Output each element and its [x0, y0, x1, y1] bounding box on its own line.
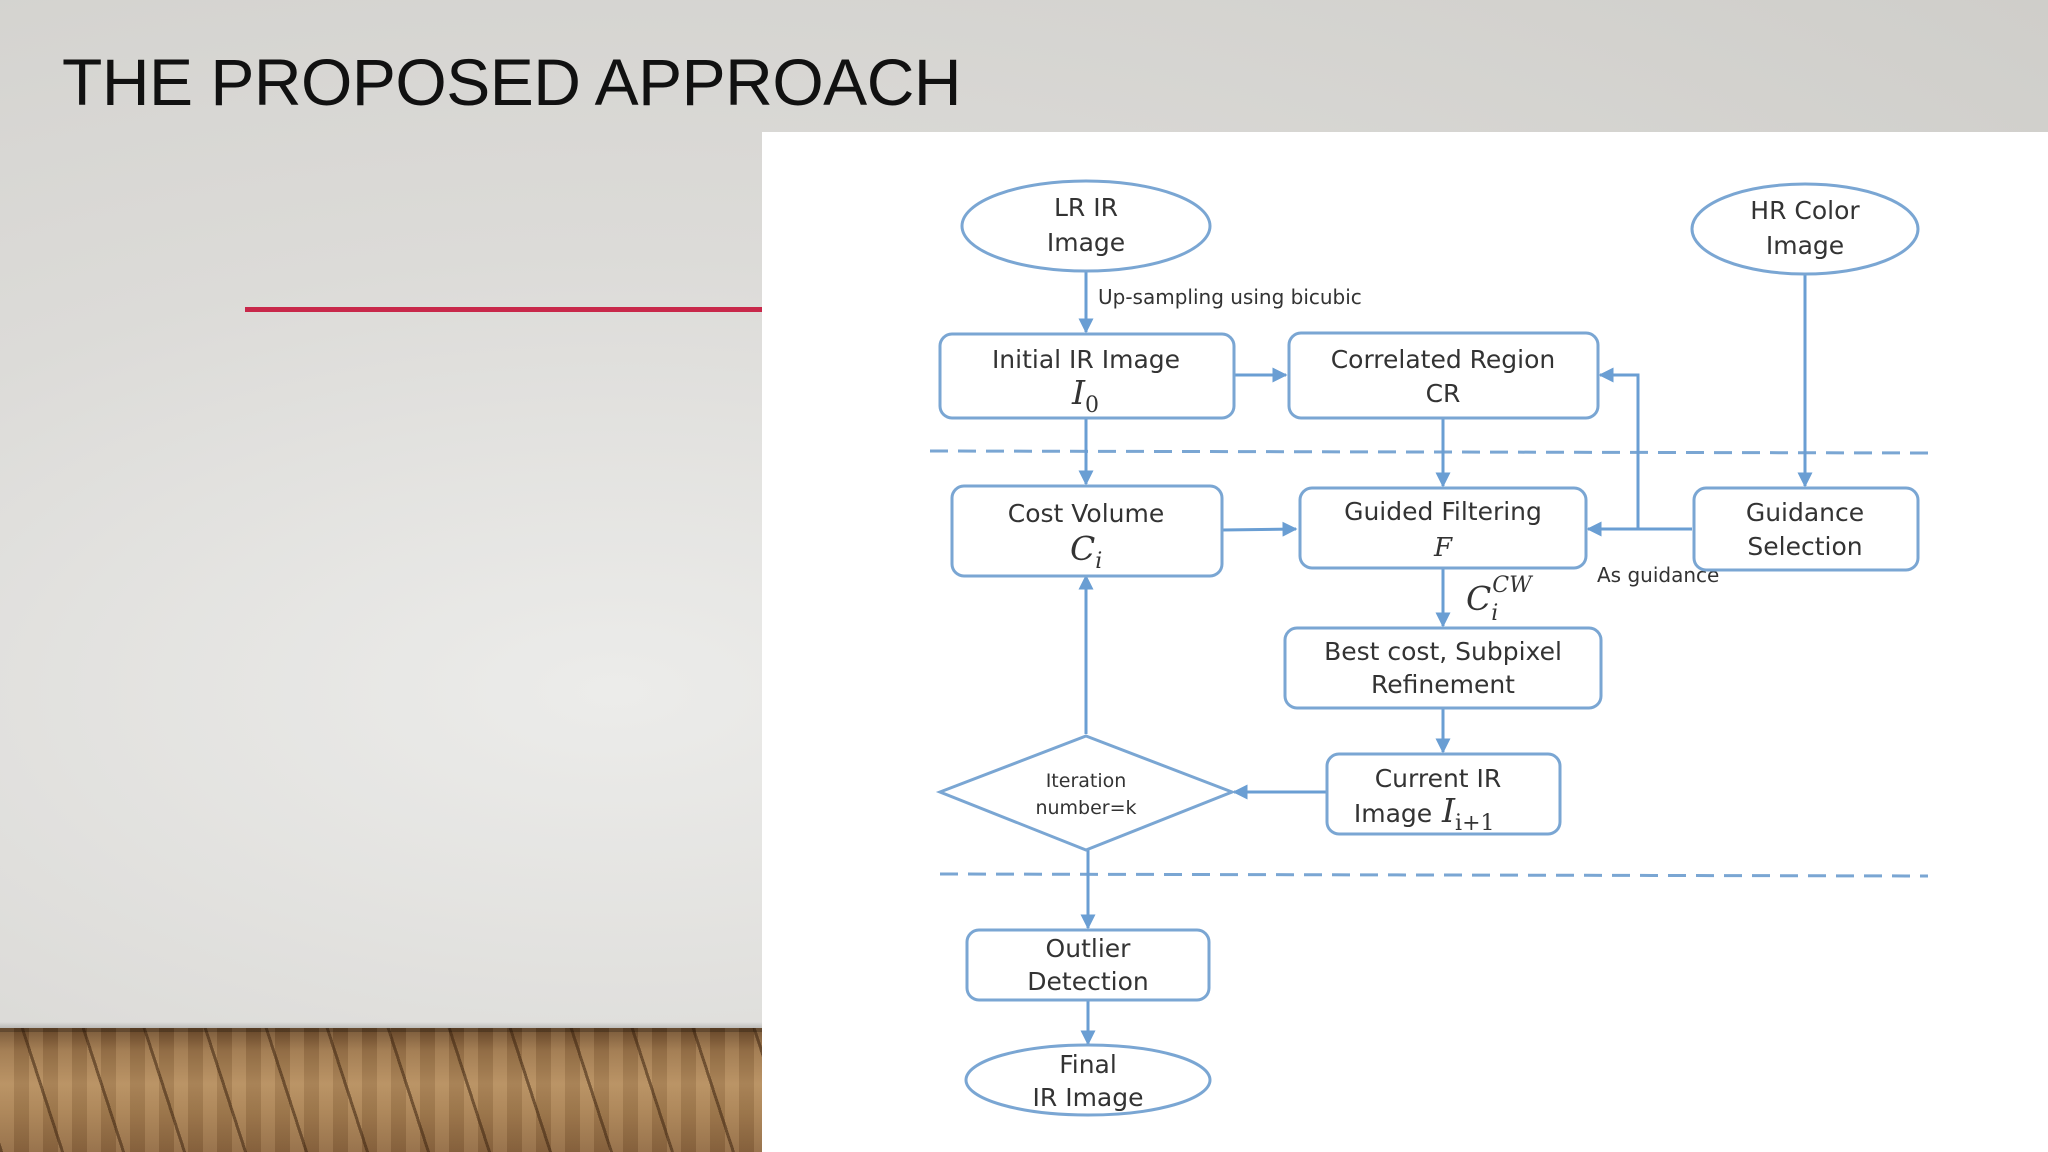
- node-current-ir-line1: Current IR: [1375, 764, 1502, 793]
- node-lr-ir-line1: LR IR: [1054, 193, 1118, 222]
- node-outlier-detection: Outlier Detection: [965, 928, 1211, 1002]
- node-cost-volume-symbol: Ci: [1070, 529, 1102, 574]
- node-lr-ir-line2: Image: [1047, 228, 1125, 257]
- node-outlier-line1: Outlier: [1046, 934, 1132, 963]
- node-cost-volume-label: Cost Volume: [1008, 499, 1165, 528]
- node-iteration-line2: number=k: [1035, 797, 1136, 819]
- node-guidance-selection: Guidance Selection: [1692, 486, 1920, 572]
- edge-label-upsampling: Up-sampling using bicubic: [1098, 285, 1362, 309]
- node-guided-filtering-label: Guided Filtering: [1344, 497, 1542, 526]
- node-cost-volume: Cost Volume Ci: [950, 484, 1224, 578]
- node-outlier-line2: Detection: [1027, 967, 1148, 996]
- node-iteration-line1: Iteration: [1046, 770, 1127, 792]
- node-cr-line2: CR: [1426, 379, 1461, 408]
- node-lr-ir-image: LR IR Image: [960, 179, 1212, 273]
- node-current-ir-image: Current IR Image Ii+1: [1325, 752, 1562, 836]
- node-hr-color-line1: HR Color: [1750, 196, 1860, 225]
- node-best-cost: Best cost, Subpixel Refinement: [1283, 626, 1603, 710]
- node-iteration-check: Iteration number=k: [935, 734, 1237, 852]
- node-guidance-line2: Selection: [1747, 532, 1862, 561]
- node-best-cost-line2: Refinement: [1371, 670, 1515, 699]
- edge-cost-to-guided: [1221, 521, 1298, 537]
- diagram-panel: Up-sampling using bicubic As guidance Ci…: [762, 132, 2048, 1152]
- node-current-ir-line2: Image: [1354, 799, 1432, 828]
- node-correlated-region: Correlated Region CR: [1287, 331, 1600, 420]
- node-guidance-line1: Guidance: [1746, 498, 1864, 527]
- node-initial-ir-image: Initial IR Image I0: [938, 332, 1236, 420]
- edge-guidance-to-cr: [1598, 367, 1640, 529]
- node-hr-color-image: HR Color Image: [1690, 182, 1920, 276]
- node-initial-ir-label: Initial IR Image: [992, 345, 1180, 374]
- node-best-cost-line1: Best cost, Subpixel: [1324, 637, 1562, 666]
- separator-line-bottom: [939, 872, 1929, 878]
- flowchart: Up-sampling using bicubic As guidance Ci…: [929, 179, 1933, 1117]
- separator-line-top: [929, 449, 1933, 455]
- title-accent-line: [245, 307, 765, 312]
- floor-shadow: [0, 1022, 762, 1032]
- node-initial-ir-symbol: I0: [1071, 373, 1099, 418]
- node-final-ir-line1: Final: [1059, 1050, 1117, 1079]
- node-cr-line1: Correlated Region: [1331, 345, 1556, 374]
- node-final-ir-image: Final IR Image: [964, 1043, 1212, 1117]
- node-current-ir-symbol: Ii+1: [1441, 791, 1495, 836]
- slide-title: THE PROPOSED APPROACH: [62, 45, 962, 119]
- node-guided-filtering: Guided Filtering F: [1298, 486, 1588, 570]
- node-hr-color-line2: Image: [1766, 231, 1844, 260]
- edge-label-cost-cw: CiCW: [1466, 573, 1534, 626]
- node-final-ir-line2: IR Image: [1033, 1083, 1144, 1112]
- node-guided-filtering-symbol: F: [1433, 533, 1453, 563]
- wood-floor-decoration: [0, 1028, 762, 1152]
